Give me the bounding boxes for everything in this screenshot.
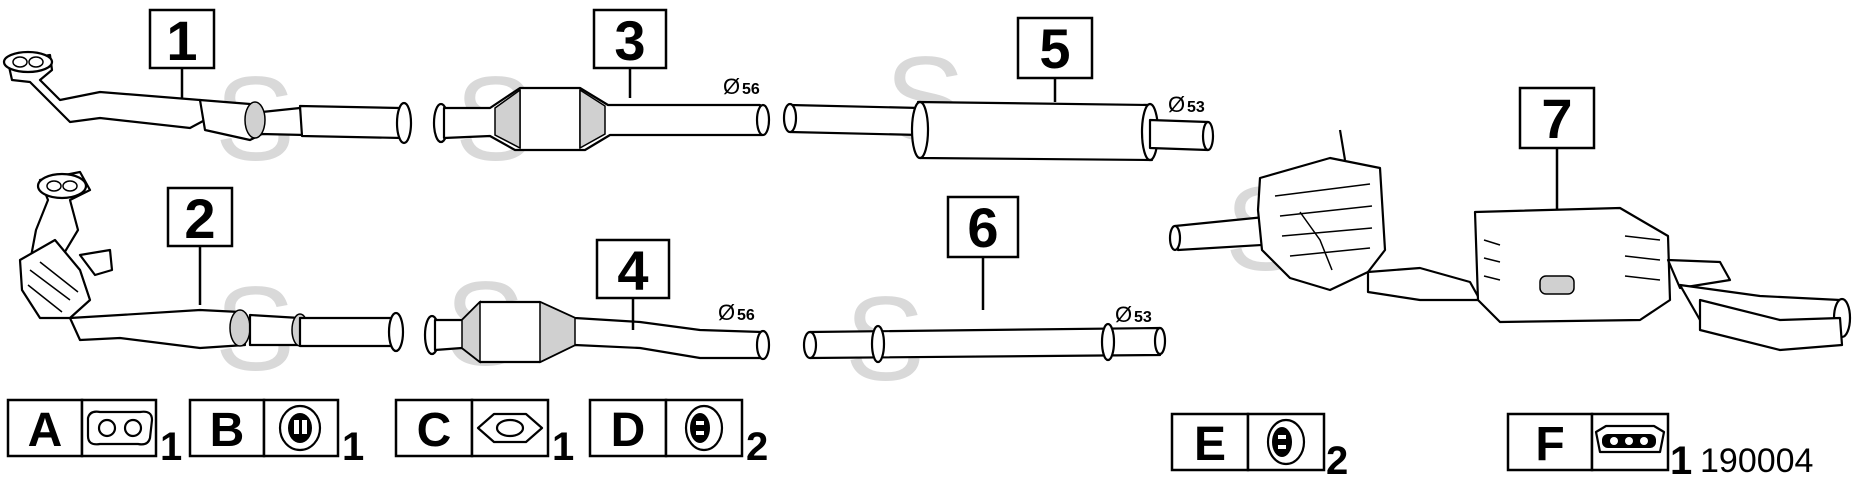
- legend-qty: 2: [1326, 439, 1348, 478]
- part-4-diameter: 56: [737, 307, 755, 324]
- legend-letter: F: [1535, 418, 1564, 471]
- legend-letter: E: [1194, 418, 1226, 471]
- legend-letter: A: [28, 404, 63, 457]
- legend-item-e: E 2: [1170, 412, 1348, 478]
- legend-letter: C: [417, 404, 452, 457]
- diameter-symbol: Ø: [1115, 302, 1132, 327]
- diameter-symbol: Ø: [1168, 92, 1185, 117]
- diameter-symbol: Ø: [718, 300, 735, 325]
- legend-qty: 1: [1670, 439, 1692, 478]
- rubber-mount-icon: [1266, 418, 1306, 466]
- part-4-catalytic-converter: Ø 56: [423, 300, 771, 364]
- callout-2: 2: [166, 186, 234, 305]
- callout-1: 1: [148, 8, 216, 98]
- callout-7: 7: [1518, 86, 1596, 210]
- callout-6-label: 6: [967, 196, 998, 259]
- callout-3-label: 3: [614, 9, 645, 72]
- callout-5-label: 5: [1039, 17, 1070, 80]
- legend-qty: 1: [552, 425, 574, 469]
- legend-qty: 1: [342, 425, 364, 469]
- callout-4: 4: [595, 238, 671, 330]
- part-5-middle-silencer: Ø 53: [782, 92, 1215, 162]
- rubber-hanger-icon: [278, 404, 322, 452]
- legend-letter: D: [611, 404, 646, 457]
- callout-1-label: 1: [166, 9, 197, 72]
- rubber-mount-icon: [684, 404, 724, 452]
- part-6-middle-pipe: Ø 53: [802, 302, 1167, 364]
- legend-item-f: F 1: [1506, 412, 1692, 478]
- legend-item-b: B 1: [188, 398, 364, 469]
- part-1-front-pipe: [2, 50, 413, 145]
- legend-item-a: A 1: [6, 398, 182, 469]
- legend-qty: 2: [746, 425, 768, 469]
- part-3-catalytic-converter: Ø 56: [432, 74, 771, 152]
- oval-gasket-icon: [476, 412, 544, 444]
- flange-gasket-two-hole-icon: [86, 410, 154, 446]
- diagram-reference-number: 190004: [1700, 442, 1813, 478]
- callout-3: 3: [592, 8, 668, 98]
- callout-2-label: 2: [184, 187, 215, 250]
- callout-5: 5: [1016, 16, 1094, 102]
- bracket-clamp-icon: [1594, 424, 1666, 454]
- part-5-diameter: 53: [1187, 99, 1205, 116]
- legend-qty: 1: [160, 425, 182, 469]
- part-6-diameter: 53: [1134, 309, 1152, 326]
- part-2-front-pipe-with-manifold: [18, 170, 405, 353]
- legend-letter: B: [210, 404, 245, 457]
- part-3-diameter: 56: [742, 81, 760, 98]
- diameter-symbol: Ø: [723, 74, 740, 99]
- callout-7-label: 7: [1541, 87, 1572, 150]
- legend-item-c: C 1: [394, 398, 574, 469]
- callout-4-label: 4: [617, 239, 648, 302]
- part-7-rear-silencer: [1168, 129, 1852, 352]
- callout-6: 6: [946, 195, 1020, 310]
- legend-item-d: D 2: [588, 398, 768, 469]
